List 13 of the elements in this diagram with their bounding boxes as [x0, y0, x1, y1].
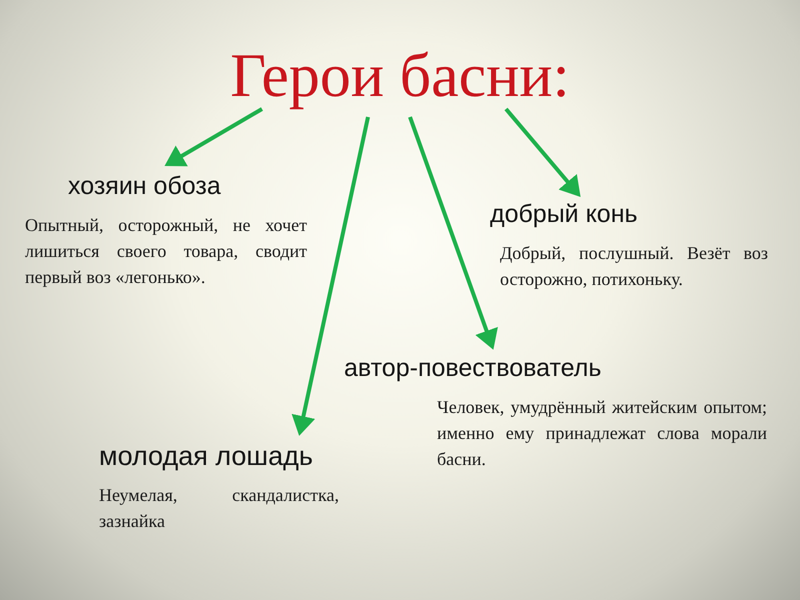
character-description: Человек, умудрённый житейским опытом; именно ему принадлежат слова морали басни. [437, 396, 767, 471]
title-text: Герои басни: [230, 41, 570, 112]
character-description: Добрый, послушный. Везёт воз осторожно, потихоньку. [500, 242, 768, 291]
character-description: Неумелая, скандалистка, зазнайка [99, 484, 339, 533]
character-heading: хозяин обоза [68, 171, 221, 202]
character-heading: молодая лошадь [99, 440, 313, 472]
character-description: Опытный, осторожный, не хочет лишиться своего товара, сводит первый воз «легонько». [25, 214, 307, 289]
arrow [292, 116, 370, 436]
character-heading: автор-повествователь [344, 353, 602, 384]
arrow [408, 116, 498, 350]
arrow [504, 108, 581, 198]
character-heading: добрый конь [490, 199, 638, 230]
arrow [164, 107, 264, 166]
